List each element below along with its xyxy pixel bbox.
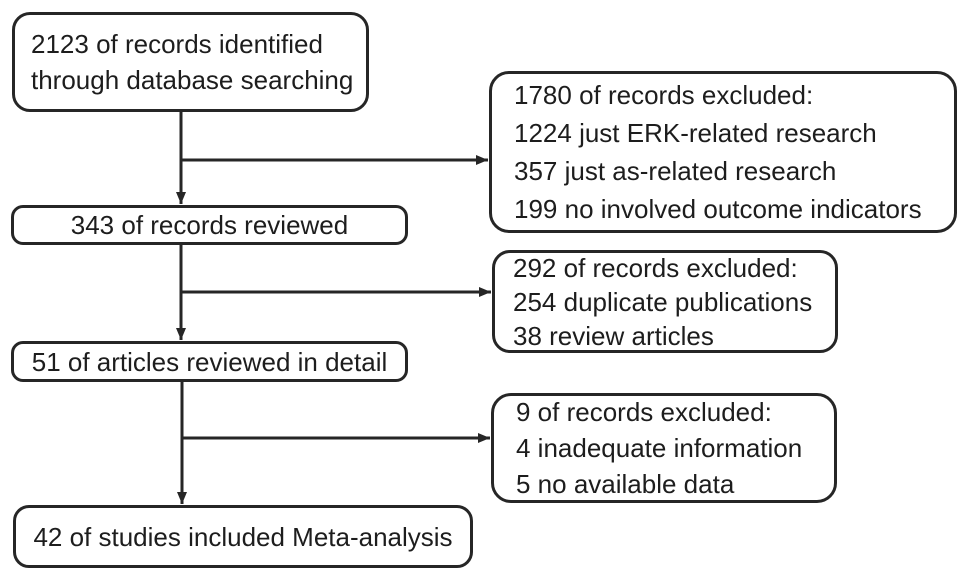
box-studies-included: 42 of studies included Meta-analysis (13, 505, 473, 568)
box-records-excluded-2-line-1: 292 of records excluded: (513, 252, 798, 283)
box-records-identified: 2123 of records identified through datab… (12, 12, 369, 112)
box-records-excluded-3-line-2: 4 inadequate information (516, 433, 803, 463)
box-records-excluded-3-line-3: 5 no available data (516, 469, 735, 499)
box-records-excluded-3: 9 of records excluded: 4 inadequate info… (491, 393, 837, 503)
box-records-reviewed-line-1: 343 of records reviewed (70, 210, 349, 240)
box-records-excluded-1: 1780 of records excluded: 1224 just ERK-… (489, 71, 957, 233)
box-records-excluded-1-line-3: 357 just as-related research (514, 156, 837, 186)
box-records-identified-line-2: through database searching (31, 65, 354, 95)
box-records-excluded-2: 292 of records excluded: 254 duplicate p… (492, 250, 838, 353)
box-records-identified-line-1: 2123 of records identified (31, 29, 323, 59)
box-records-excluded-1-line-4: 199 no involved outcome indicators (514, 194, 922, 224)
box-records-excluded-3-line-1: 9 of records excluded: (516, 397, 772, 427)
box-records-excluded-2-line-2: 254 duplicate publications (513, 286, 813, 317)
box-records-reviewed: 343 of records reviewed (11, 205, 408, 245)
box-records-excluded-1-line-2: 1224 just ERK-related research (514, 118, 877, 148)
box-articles-reviewed-detail: 51 of articles reviewed in detail (11, 341, 408, 382)
box-articles-reviewed-detail-line-1: 51 of articles reviewed in detail (31, 346, 388, 377)
box-records-excluded-2-line-3: 38 review articles (513, 320, 714, 351)
box-studies-included-line-1: 42 of studies included Meta-analysis (33, 521, 453, 552)
box-records-excluded-1-line-1: 1780 of records excluded: (514, 80, 814, 110)
